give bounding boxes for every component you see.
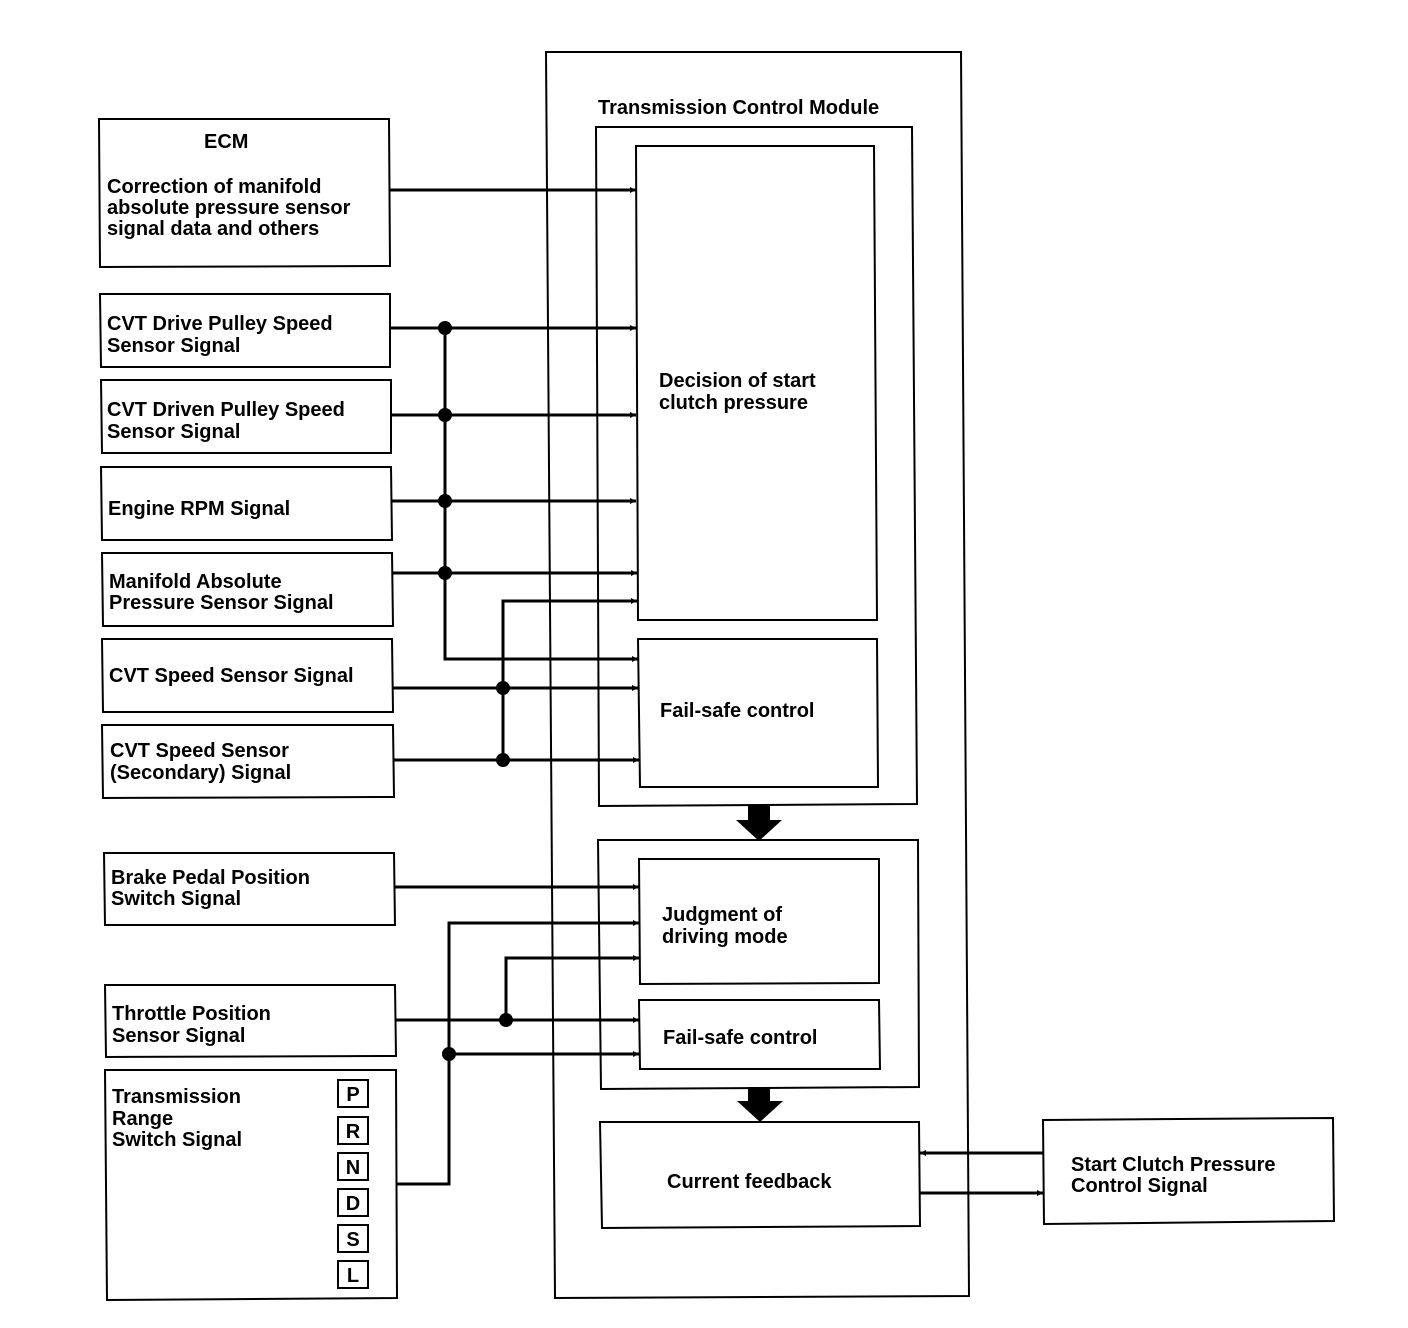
junction-dot [499, 1013, 513, 1027]
decision-line-1: Decision of start [659, 370, 816, 392]
ecm-desc-2: absolute pressure sensor [107, 197, 351, 219]
judgment-line-1: Judgment of [662, 904, 782, 926]
ecm-title: ECM [204, 131, 248, 153]
decision-line-2: clutch pressure [659, 392, 808, 414]
bus-throttle-to-judgment [504, 955, 639, 1020]
cvt-speed-label: CVT Speed Sensor Signal [109, 665, 354, 687]
brake-pedal-line-1: Brake Pedal Position [111, 867, 310, 889]
gear-box-p [337, 1079, 369, 1108]
output-box [1041, 1116, 1336, 1226]
drive-pulley-line-2: Sensor Signal [107, 335, 240, 357]
cvt-speed-secondary-box [100, 724, 396, 800]
throttle-line-1: Throttle Position [112, 1003, 271, 1025]
ecm-desc-1: Correction of manifold [107, 176, 321, 198]
gear-box-r [337, 1116, 369, 1145]
ecm-desc-3: signal data and others [107, 218, 319, 240]
junction-dot [442, 1047, 456, 1061]
failsafe-label-1: Fail-safe control [660, 700, 814, 722]
tcm-title: Transmission Control Module [598, 97, 879, 119]
engine-rpm-label: Engine RPM Signal [108, 498, 290, 520]
output-line-1: Start Clutch Pressure [1071, 1154, 1276, 1176]
gear-box-n [337, 1152, 369, 1181]
failsafe-box-1 [636, 638, 880, 788]
signal-wires [390, 187, 1043, 1196]
cvt-speed-secondary-line-2: (Secondary) Signal [110, 762, 291, 784]
range-switch-line-1: Transmission [112, 1086, 241, 1108]
bus-to-decision [501, 598, 637, 760]
junction-dot [496, 681, 510, 695]
failsafe-label-2: Fail-safe control [663, 1027, 817, 1049]
current-feedback-label: Current feedback [667, 1171, 832, 1193]
junction-dot [438, 321, 452, 335]
map-sensor-box [100, 552, 395, 627]
flow-arrow-2 [737, 1087, 783, 1122]
driven-pulley-line-1: CVT Driven Pulley Speed [107, 399, 345, 421]
junction-dot [438, 494, 452, 508]
engine-rpm-box [99, 466, 394, 541]
gear-label-p: P [346, 1084, 359, 1106]
throttle-box [103, 984, 398, 1059]
gear-box-d [337, 1188, 369, 1217]
ecm-box [97, 118, 392, 269]
junction-dot [438, 566, 452, 580]
gear-label-r: R [346, 1121, 361, 1143]
drive-pulley-line-1: CVT Drive Pulley Speed [107, 313, 333, 335]
throttle-line-2: Sensor Signal [112, 1025, 245, 1047]
gear-label-s: S [346, 1229, 359, 1251]
gear-box-l [337, 1260, 369, 1289]
gear-label-d: D [346, 1193, 360, 1215]
current-feedback-box [598, 1121, 922, 1230]
gear-label-n: N [346, 1157, 360, 1179]
flow-arrow-1 [736, 806, 782, 841]
drive-pulley-box [98, 293, 391, 368]
cvt-speed-box [100, 638, 395, 713]
brake-pedal-box [102, 852, 397, 926]
output-line-2: Control Signal [1071, 1175, 1208, 1197]
gear-label-l: L [347, 1265, 359, 1287]
driven-pulley-line-2: Sensor Signal [107, 421, 240, 443]
junction-dot [496, 753, 510, 767]
gear-indicator: P R N D S L [337, 1079, 369, 1289]
gear-box-s [337, 1224, 369, 1253]
range-switch-box [103, 1069, 399, 1302]
decision-box [634, 145, 879, 621]
judgment-box [637, 858, 880, 986]
map-sensor-line-1: Manifold Absolute [109, 571, 282, 593]
junction-dot [438, 408, 452, 422]
failsafe-box-2 [637, 999, 882, 1070]
bus-to-failsafe-1 [443, 328, 638, 662]
cvt-speed-secondary-line-1: CVT Speed Sensor [110, 740, 289, 762]
brake-pedal-line-2: Switch Signal [111, 888, 241, 910]
map-sensor-line-2: Pressure Sensor Signal [109, 592, 334, 614]
range-switch-line-3: Switch Signal [112, 1129, 242, 1151]
driven-pulley-box [99, 379, 392, 454]
range-switch-line-2: Range [112, 1108, 173, 1130]
judgment-line-2: driving mode [662, 926, 788, 948]
